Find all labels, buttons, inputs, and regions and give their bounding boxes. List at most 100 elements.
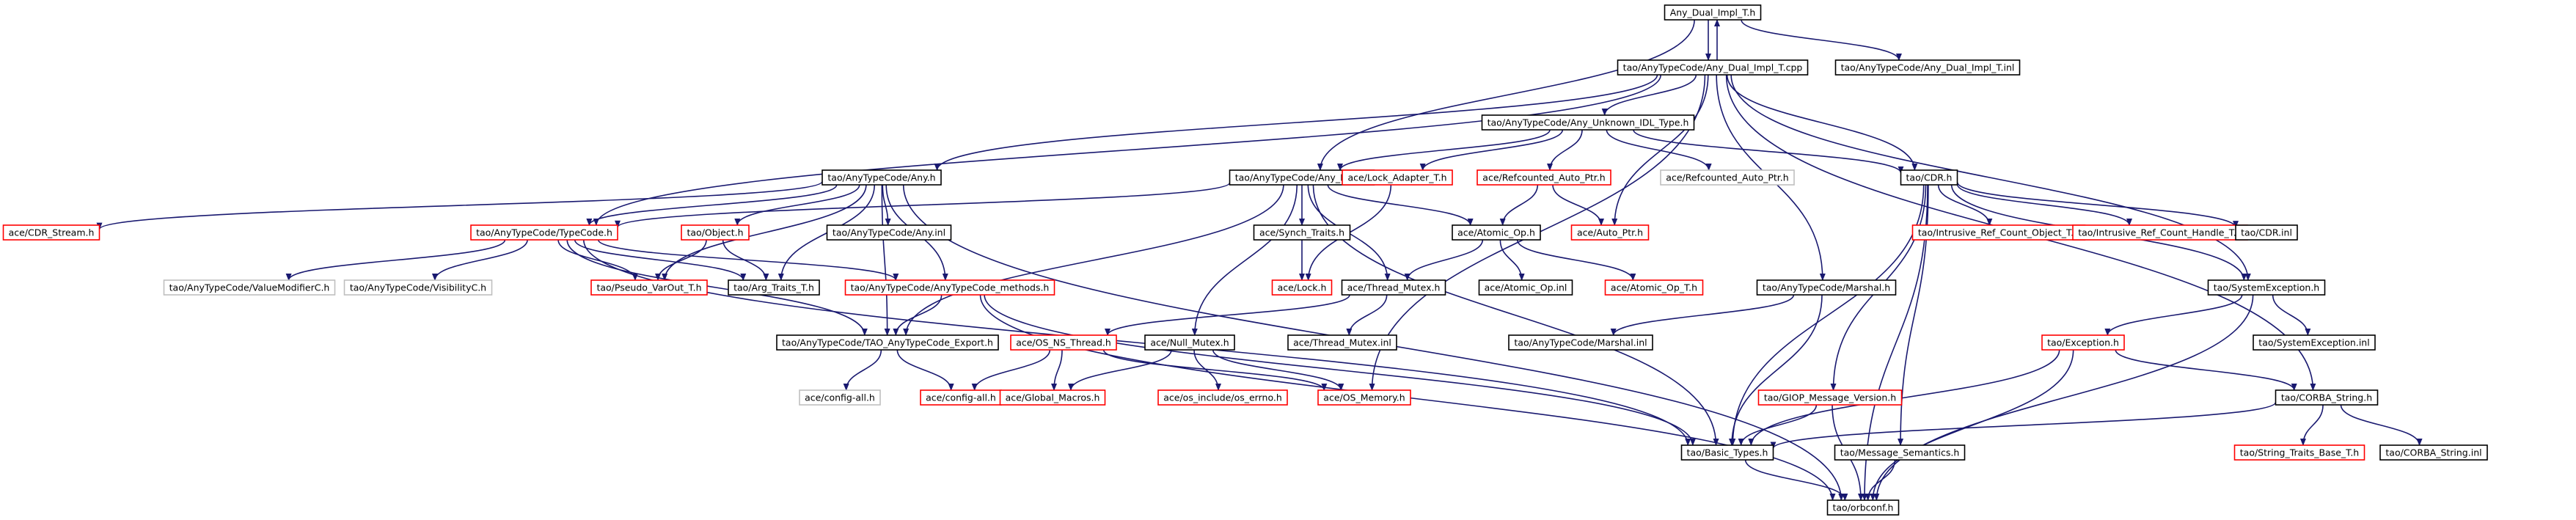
- edge-threadmutex-to-threadmutexinl: [1346, 294, 1388, 336]
- edge-osns-to-configall2: [971, 349, 1051, 391]
- edge-sysexc-to-orbconf: [1873, 294, 2254, 501]
- edge-typecode-to-export: [566, 239, 868, 336]
- node-box: [1834, 444, 1966, 461]
- node-tao-anytypecode-anytypecode-methods-h: tao/AnyTypeCode/AnyTypeCode_methods.h: [844, 279, 1055, 296]
- node-tao-anytypecode-any-inl[interactable]: tao/AnyTypeCode/Any.inl: [826, 224, 952, 241]
- node-label: tao/AnyTypeCode/TAO_AnyTypeCode_Export.h: [782, 337, 993, 348]
- node-tao-anytypecode-marshal-inl[interactable]: tao/AnyTypeCode/Marshal.inl: [1508, 334, 1653, 351]
- node-tao-cdr-inl[interactable]: tao/CDR.inl: [2235, 224, 2298, 241]
- node-label: tao/SystemException.h: [2214, 282, 2319, 293]
- node-ace-cdr-stream-h: ace/CDR_Stream.h: [2, 224, 100, 241]
- node-label: ace/OS_Memory.h: [1323, 392, 1405, 403]
- node-box: [1144, 334, 1235, 351]
- node-box: [2275, 389, 2379, 406]
- node-box: [163, 279, 336, 296]
- node-tao-orbconf-h[interactable]: tao/orbconf.h: [1826, 499, 1900, 516]
- node-box: [1452, 224, 1541, 241]
- node-label: tao/AnyTypeCode/Any_Impl.h: [1235, 172, 1369, 183]
- edge-cpp-to-anyh: [934, 74, 1658, 171]
- edge-giop-to-basictypes: [1738, 404, 1818, 446]
- node-box: [1604, 279, 1704, 296]
- node-box: [2253, 334, 2376, 351]
- node-label: ace/Atomic_Op_T.h: [1611, 282, 1697, 293]
- node-box: [1481, 114, 1695, 131]
- node-tao-corba-string-inl[interactable]: tao/CORBA_String.inl: [2379, 444, 2488, 461]
- node-box: [2, 224, 100, 241]
- edge-export-to-configall2: [896, 349, 954, 391]
- node-box: [343, 279, 493, 296]
- node-label: tao/AnyTypeCode/VisibilityC.h: [350, 282, 486, 293]
- node-box: [2233, 444, 2365, 461]
- node-box: [1756, 279, 1897, 296]
- node-ace-synch-traits-h[interactable]: ace/Synch_Traits.h: [1253, 224, 1351, 241]
- edge-anyh-to-typecode: [586, 184, 838, 226]
- node-tao-message-semantics-h[interactable]: tao/Message_Semantics.h: [1834, 444, 1966, 461]
- node-box: [1157, 389, 1288, 406]
- node-box: [1834, 59, 2021, 76]
- node-label: tao/Message_Semantics.h: [1840, 447, 1960, 458]
- node-box: [1900, 169, 1958, 186]
- node-box: [1271, 279, 1333, 296]
- edge-cdrh-to-msgsem: [1898, 184, 1929, 446]
- node-tao-basic-types-h[interactable]: tao/Basic_Types.h: [1680, 444, 1774, 461]
- node-tao-object-h: tao/Object.h: [681, 224, 750, 241]
- node-label: ace/Thread_Mutex.h: [1347, 282, 1441, 293]
- node-ace-os-ns-thread-h: ace/OS_NS_Thread.h: [1010, 334, 1117, 351]
- node-ace-null-mutex-h[interactable]: ace/Null_Mutex.h: [1144, 334, 1235, 351]
- node-box: [1570, 224, 1650, 241]
- node-label: Any_Dual_Impl_T.h: [1670, 7, 1756, 18]
- node-box: [1317, 389, 1411, 406]
- node-label: ace/Global_Macros.h: [1006, 392, 1100, 403]
- node-tao-cdr-h[interactable]: tao/CDR.h: [1900, 169, 1958, 186]
- edge-cpp-to-sysexc: [1730, 74, 2251, 281]
- node-ace-atomic-op-inl[interactable]: ace/Atomic_Op.inl: [1478, 279, 1573, 296]
- node-label: ace/Thread_Mutex.inl: [1293, 337, 1391, 348]
- node-box: [826, 224, 952, 241]
- node-tao-arg-traits-t-h[interactable]: tao/Arg_Traits_T.h: [728, 279, 820, 296]
- node-label: ace/OS_NS_Thread.h: [1016, 337, 1111, 348]
- node-tao-string-traits-base-t-h: tao/String_Traits_Base_T.h: [2233, 444, 2365, 461]
- edge-unknown-to-lockadapter: [1419, 129, 1564, 171]
- node-label: tao/CORBA_String.inl: [2385, 447, 2481, 458]
- node-tao-systemexception-inl[interactable]: tao/SystemException.inl: [2253, 334, 2376, 351]
- node-box: [1757, 389, 1903, 406]
- edge-marshal-to-basictypes: [1729, 294, 1823, 446]
- edge-cpp-to-unknown: [1601, 74, 1697, 116]
- edge-tcmethods-to-basictypes: [984, 294, 1696, 446]
- node-tao-anytypecode-any-impl-h[interactable]: tao/AnyTypeCode/Any_Impl.h: [1229, 169, 1375, 186]
- node-tao-giop-message-version-h: tao/GIOP_Message_Version.h: [1757, 389, 1903, 406]
- node-box: [2207, 279, 2326, 296]
- node-tao-anytypecode-marshal-h[interactable]: tao/AnyTypeCode/Marshal.h: [1756, 279, 1897, 296]
- node-tao-exception-h: tao/Exception.h: [2041, 334, 2125, 351]
- node-box: [1826, 499, 1900, 516]
- node-box: [1253, 224, 1351, 241]
- edge-marshal-to-marshalinl: [1610, 294, 1795, 336]
- node-tao-anytypecode-any-unknown-idl-type-h[interactable]: tao/AnyTypeCode/Any_Unknown_IDL_Type.h: [1481, 114, 1695, 131]
- node-ace-lock-h: ace/Lock.h: [1271, 279, 1333, 296]
- node-label: tao/AnyTypeCode/Any_Dual_Impl_T.cpp: [1623, 62, 1803, 73]
- edge-unknown-to-refcptr: [1547, 129, 1583, 171]
- node-ace-thread-mutex-inl[interactable]: ace/Thread_Mutex.inl: [1287, 334, 1397, 351]
- node-tao-anytypecode-any-dual-impl-t-cpp[interactable]: tao/AnyTypeCode/Any_Dual_Impl_T.cpp: [1617, 59, 1809, 76]
- node-tao-anytypecode-tao-anytypecode-export-h[interactable]: tao/AnyTypeCode/TAO_AnyTypeCode_Export.h: [776, 334, 999, 351]
- edge-msgsem-to-orbconf: [1865, 459, 1896, 501]
- edge-corbastr-to-strtraits: [2299, 404, 2324, 446]
- node-tao-anytypecode-any-dual-impl-t-inl[interactable]: tao/AnyTypeCode/Any_Dual_Impl_T.inl: [1834, 59, 2021, 76]
- node-ace-thread-mutex-h[interactable]: ace/Thread_Mutex.h: [1341, 279, 1446, 296]
- edge-cpp-to-autoptr: [1611, 74, 1709, 226]
- node-box: [822, 169, 942, 186]
- node-tao-systemexception-h[interactable]: tao/SystemException.h: [2207, 279, 2326, 296]
- node-label: tao/GIOP_Message_Version.h: [1764, 392, 1896, 403]
- node-label: tao/AnyTypeCode/Any_Unknown_IDL_Type.h: [1488, 117, 1689, 128]
- edge-atomicop-to-threadmutex: [1404, 239, 1484, 281]
- node-ace-atomic-op-h[interactable]: ace/Atomic_Op.h: [1452, 224, 1541, 241]
- node-any-dual-impl-t-h[interactable]: Any_Dual_Impl_T.h: [1664, 4, 1762, 21]
- node-box: [999, 389, 1106, 406]
- node-label: ace/CDR_Stream.h: [9, 227, 95, 238]
- node-label: tao/AnyTypeCode/TypeCode.h: [476, 227, 612, 238]
- edge-anyimpl-to-atomicop: [1327, 184, 1474, 226]
- node-tao-corba-string-h[interactable]: tao/CORBA_String.h: [2275, 389, 2379, 406]
- node-label: ace/Refcounted_Auto_Ptr.h: [1482, 172, 1605, 183]
- node-tao-anytypecode-any-h[interactable]: tao/AnyTypeCode/Any.h: [822, 169, 942, 186]
- node-label: tao/CDR.inl: [2241, 227, 2292, 238]
